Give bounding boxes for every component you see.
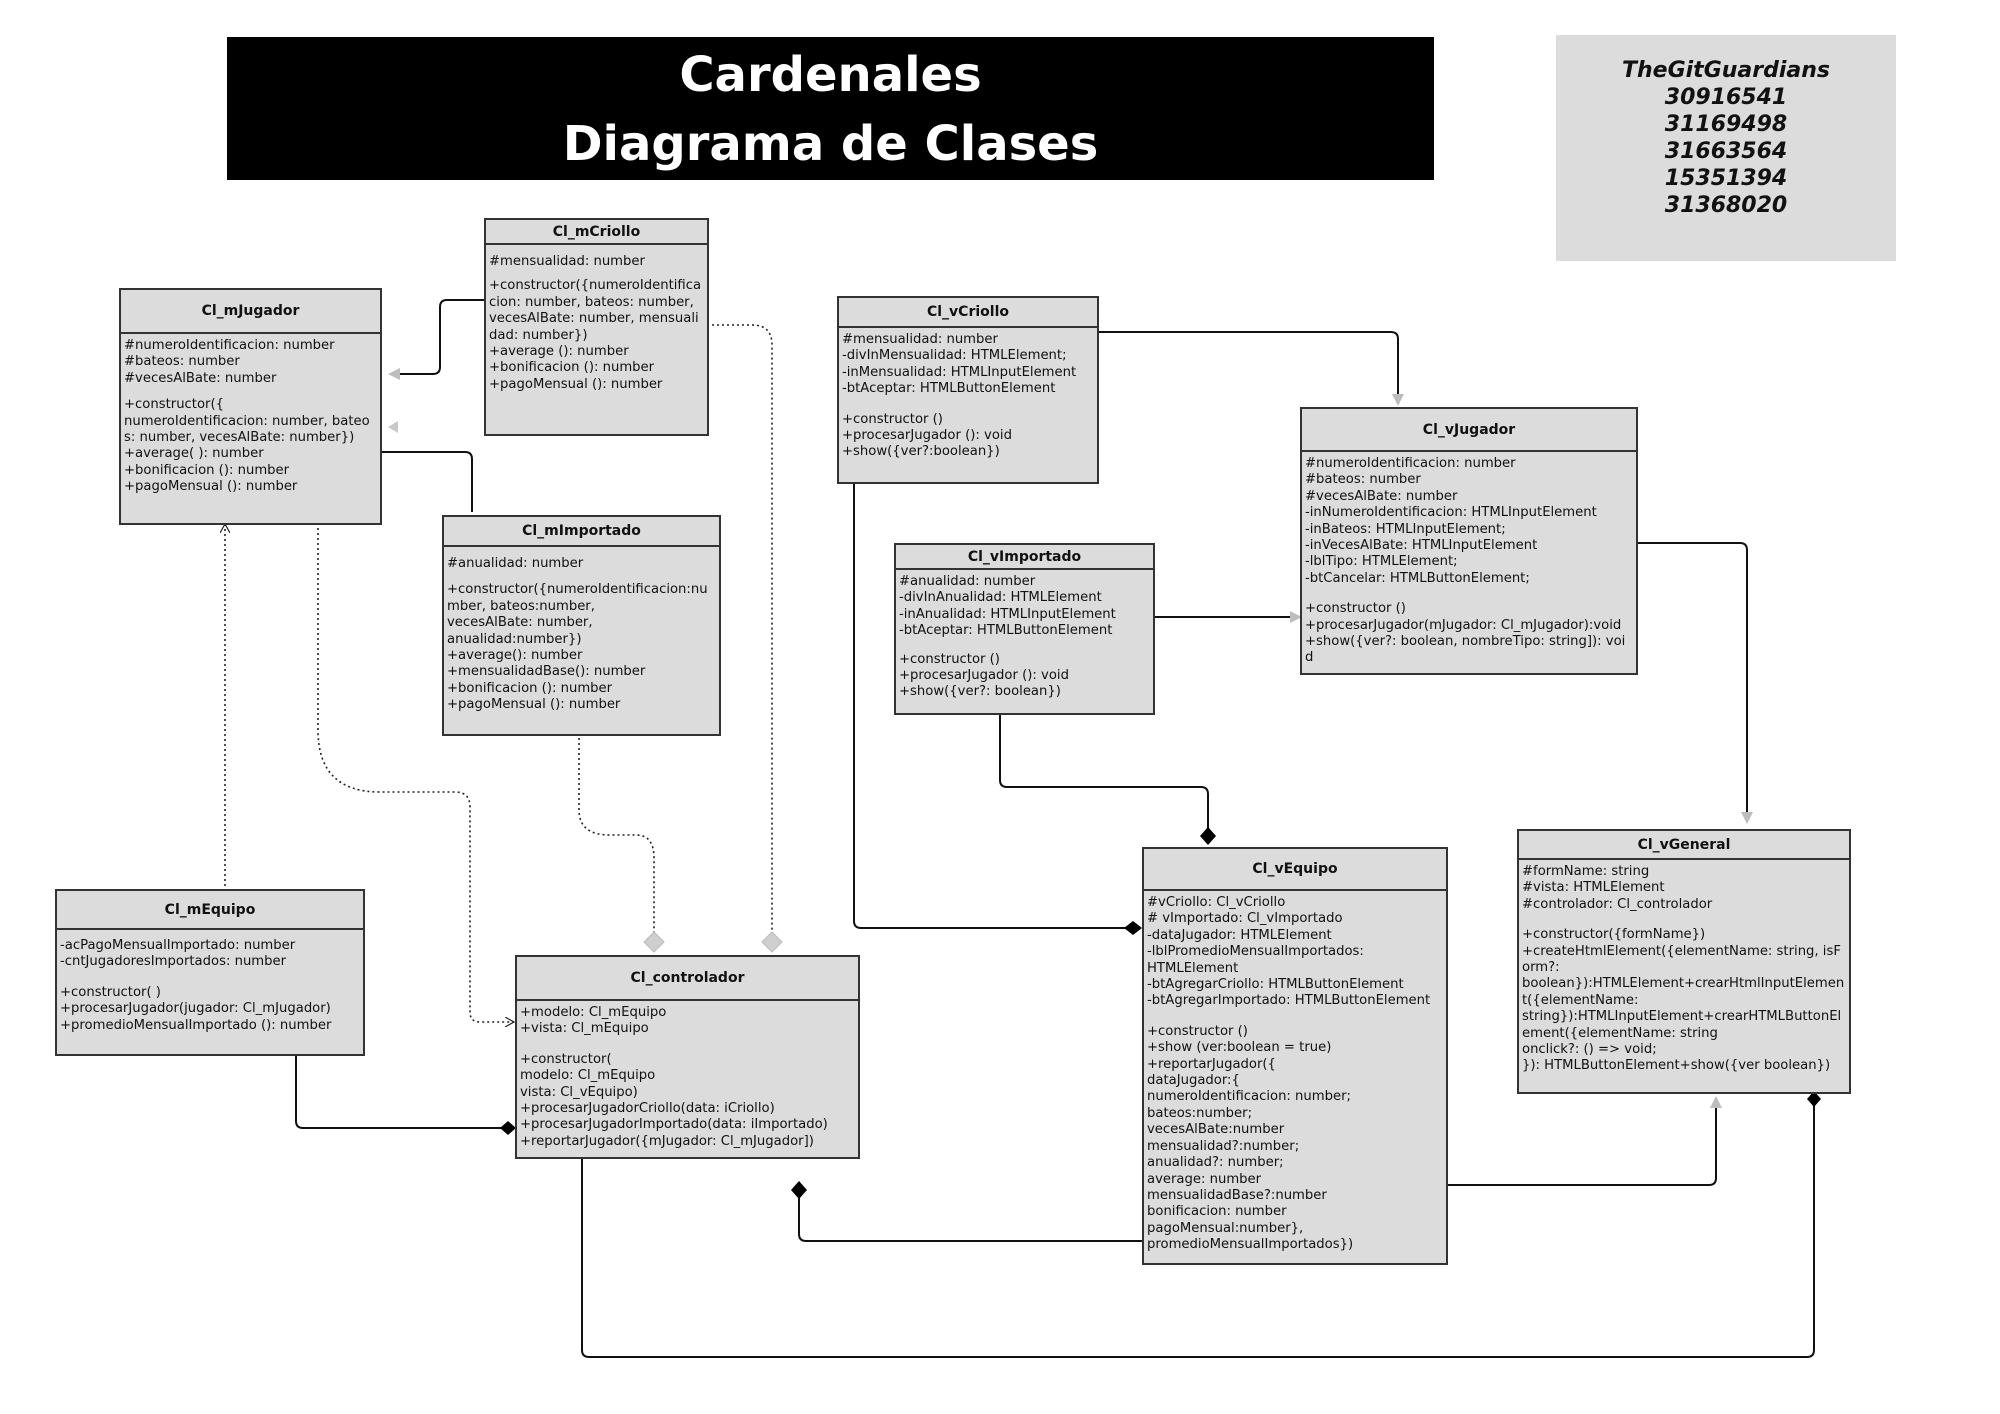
team-id: 15351394 [1664, 166, 1788, 191]
class-methods: +constructor({numeroIdentificacion:numbe… [447, 582, 708, 713]
class-name: Cl_vCriollo [839, 298, 1097, 328]
class-attributes: #numeroIdentificacion: number #bateos: n… [1305, 456, 1597, 586]
class-box-mimportado: Cl_mImportado #anualidad: number +constr… [442, 515, 721, 736]
class-box-controlador: Cl_controlador +modelo: Cl_mEquipo +vist… [515, 955, 860, 1159]
class-attributes: #anualidad: number -divInAnualidad: HTML… [899, 574, 1116, 639]
diamond-vimportado-vequipo [1200, 827, 1216, 845]
team-id: 31169498 [1664, 112, 1788, 137]
line-vcriollo-vequipo [853, 483, 1132, 929]
class-box-mjugador: Cl_mJugador #numeroIdentificacion: numbe… [119, 288, 382, 525]
diamond-mcriollo-controlador [761, 931, 783, 953]
class-attributes: #formName: string #vista: HTMLElement #c… [1522, 864, 1713, 912]
class-box-mcriollo: Cl_mCriollo #mensualidad: number +constr… [484, 218, 709, 436]
class-name: Cl_vEquipo [1144, 849, 1446, 891]
class-box-vequipo: Cl_vEquipo #vCriollo: Cl_vCriollo # vImp… [1142, 847, 1448, 1265]
diamond-vcriollo-vequipo [1124, 921, 1142, 935]
diagram-title-banner: Cardenales Diagrama de Clases [227, 37, 1434, 180]
class-methods: +constructor () +procesarJugador (): voi… [899, 651, 1069, 700]
class-methods: +constructor({ numeroIdentificacion: num… [124, 397, 370, 495]
line-vjugador-vgeneral [1635, 542, 1753, 824]
class-methods: +constructor({formName}) +createHtmlElem… [1522, 927, 1845, 1074]
diamond-vequipo-controlador [791, 1181, 807, 1199]
class-methods: +constructor () +show (ver:boolean = tru… [1147, 1023, 1354, 1253]
class-name: Cl_mImportado [444, 517, 719, 547]
class-name: Cl_controlador [517, 957, 858, 1001]
class-methods: +constructor () +procesarJugador (): voi… [842, 411, 1012, 460]
project-title: Cardenales [679, 47, 982, 103]
team-name: TheGitGuardians [1621, 58, 1830, 83]
team-id: 30916541 [1664, 85, 1788, 110]
line-mcriollo-mjugador [388, 299, 484, 380]
class-methods: +constructor({numeroIdentificacion: numb… [489, 278, 702, 392]
class-methods: +constructor( modelo: Cl_mEquipo vista: … [520, 1051, 828, 1149]
class-attributes: -acPagoMensualImportado: number -cntJuga… [60, 938, 296, 970]
class-attributes: #mensualidad: number -divInMensualidad: … [842, 332, 1077, 397]
team-id: 31368020 [1664, 193, 1788, 218]
team-id: 31663564 [1664, 139, 1788, 164]
line-mimportado-mjugador [380, 451, 473, 512]
line-vcriollo-vjugador [1097, 331, 1404, 406]
class-name: Cl_mJugador [121, 290, 380, 334]
class-box-vimportado: Cl_vImportado #anualidad: number -divInA… [894, 543, 1155, 715]
class-attributes: #vCriollo: Cl_vCriollo # vImportado: Cl_… [1147, 895, 1431, 1009]
line-mcriollo-controlador [707, 324, 773, 932]
class-methods: +constructor( ) +procesarJugador(jugador… [60, 984, 332, 1033]
class-attributes: #numeroIdentificacion: number #bateos: n… [124, 338, 335, 386]
diamond-controlador-vgeneral [1807, 1091, 1821, 1107]
line-vequipo-controlador [798, 1198, 1143, 1242]
class-methods: +constructor () +procesarJugador(mJugado… [1305, 601, 1626, 666]
class-box-mequipo: Cl_mEquipo -acPagoMensualImportado: numb… [55, 889, 365, 1056]
line-mimportado-controlador [578, 733, 655, 932]
line-mjugador-controlador [317, 523, 514, 1022]
diamond-mimportado-controlador [643, 931, 665, 953]
class-name: Cl_vJugador [1302, 409, 1636, 452]
line-vequipo-vgeneral [1448, 1096, 1722, 1186]
class-attributes: #mensualidad: number [489, 254, 645, 269]
class-box-vcriollo: Cl_vCriollo #mensualidad: number -divInM… [837, 296, 1099, 484]
diagram-title: Diagrama de Clases [562, 116, 1099, 172]
arrowhead-mjugador-side [388, 421, 398, 433]
class-box-vjugador: Cl_vJugador #numeroIdentificacion: numbe… [1300, 407, 1638, 675]
class-name: Cl_mCriollo [486, 220, 707, 245]
class-name: Cl_vImportado [896, 545, 1153, 570]
class-name: Cl_vGeneral [1519, 831, 1849, 860]
class-box-vgeneral: Cl_vGeneral #formName: string #vista: HT… [1517, 829, 1851, 1094]
diamond-mequipo-controlador [500, 1121, 516, 1135]
line-controlador-vgeneral [581, 1102, 1815, 1358]
class-name: Cl_mEquipo [57, 891, 363, 930]
team-info-box: TheGitGuardians 30916541 31169498 316635… [1556, 35, 1896, 261]
line-vimportado-vequipo [999, 713, 1209, 835]
class-attributes: +modelo: Cl_mEquipo +vista: Cl_mEquipo [520, 1005, 667, 1037]
line-mequipo-controlador [295, 1054, 506, 1129]
class-attributes: #anualidad: number [447, 556, 584, 571]
